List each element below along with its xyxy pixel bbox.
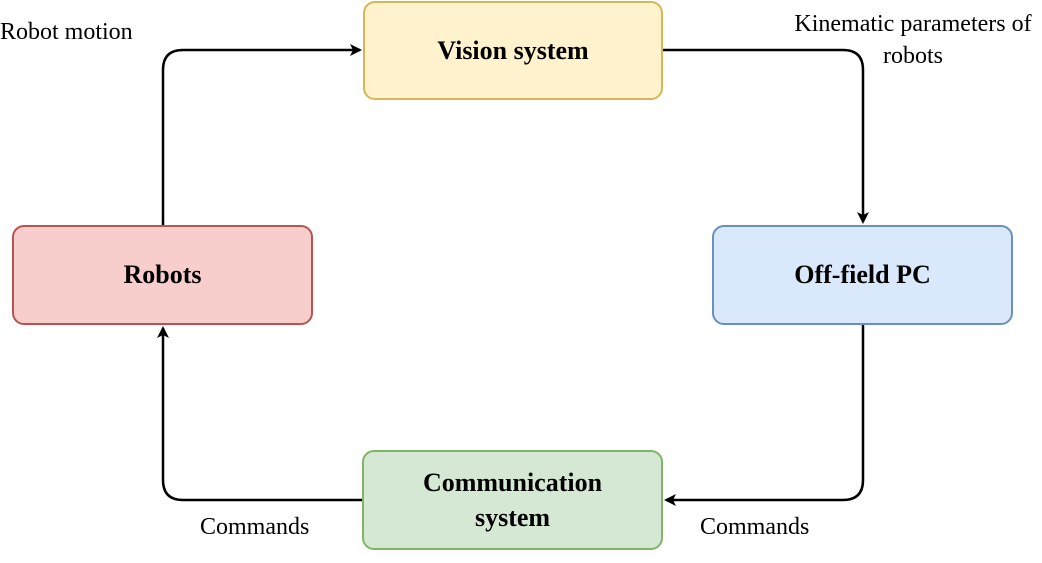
robot-motion-edge-label: Robot motion xyxy=(0,19,133,45)
robots-box: Robots xyxy=(12,225,313,325)
communication-system-label: Communication system xyxy=(422,467,603,532)
commands-edge-label-comm-to-robots: Commands xyxy=(200,514,310,540)
arrow-vision-to-pc xyxy=(663,48,869,224)
arrow-comm-to-robots xyxy=(157,326,362,502)
off-field-pc-box: Off-field PC xyxy=(712,225,1013,325)
kinematic-parameters-edge-label: Kinematic parameters of robots xyxy=(794,11,1032,70)
off-field-pc-label: Off-field PC xyxy=(794,260,931,290)
arrow-pc-to-comm xyxy=(664,325,865,506)
communication-system-box: Communication system xyxy=(362,450,663,550)
arrow-robots-to-vision xyxy=(161,44,362,225)
vision-system-label: Vision system xyxy=(437,35,589,65)
vision-system-box: Vision system xyxy=(363,1,663,100)
robots-label: Robots xyxy=(123,260,202,290)
commands-edge-label-pc-to-comm: Commands xyxy=(700,514,810,540)
